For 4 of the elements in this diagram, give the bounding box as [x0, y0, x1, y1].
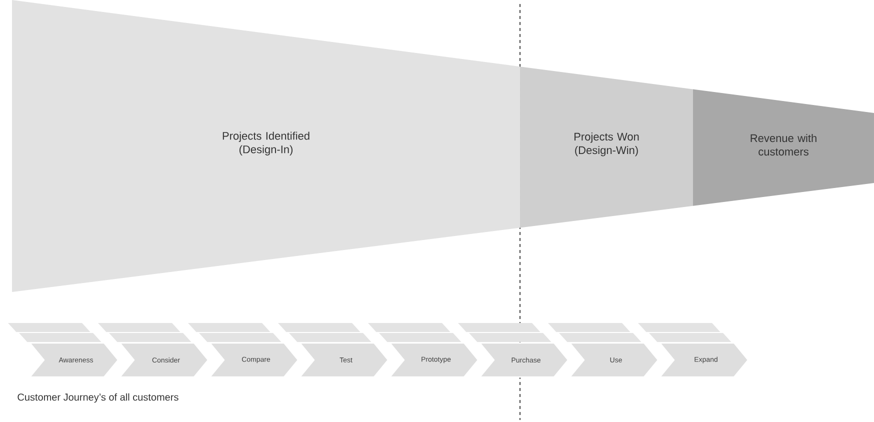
funnel-segment: Revenue with customers: [693, 89, 874, 206]
funnel-segment: Projects Identified (Design-In): [12, 0, 520, 292]
funnel-segment: Projects Won (Design-Win): [520, 66, 693, 228]
caption: Customer Journey’s of all customers: [18, 393, 178, 403]
